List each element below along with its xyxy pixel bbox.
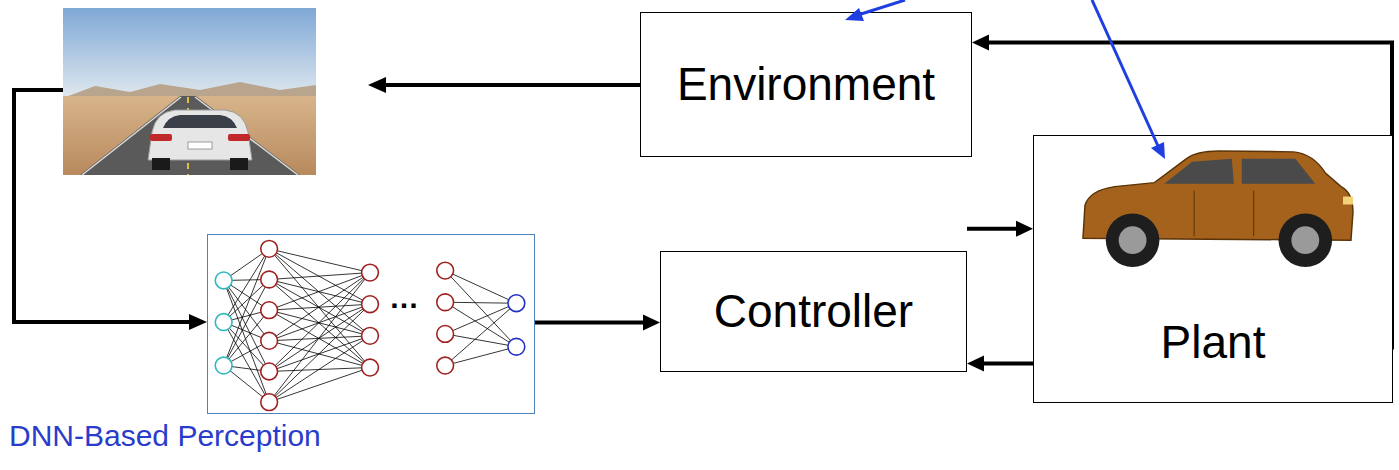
synapse-line	[445, 303, 516, 365]
wire-arrow	[368, 77, 640, 93]
synapse-line	[445, 334, 516, 347]
neuron	[437, 325, 454, 342]
neuron	[215, 272, 232, 289]
synapse-line	[445, 302, 516, 347]
synapse-line	[445, 271, 516, 347]
connector-arrow	[535, 314, 660, 330]
synapse-line	[445, 302, 516, 304]
neuron	[508, 338, 525, 355]
synapse-line	[269, 273, 370, 341]
neuron	[437, 262, 454, 279]
node-label: Environment	[677, 58, 935, 111]
process-box: Controller	[660, 251, 967, 372]
neuron	[261, 363, 278, 380]
synapse-line	[269, 249, 370, 304]
callout-arrow	[845, 0, 905, 21]
neuron	[437, 357, 454, 374]
synapse-line	[269, 249, 370, 273]
neuron	[261, 302, 278, 319]
node-label: Controller	[714, 285, 913, 338]
synapse-line	[269, 341, 370, 368]
neuron	[215, 314, 232, 331]
process-box: Environment	[640, 12, 972, 157]
neuron	[261, 332, 278, 349]
neuron	[362, 327, 379, 344]
ellipsis-mark: …	[389, 283, 419, 313]
synapse-line	[269, 304, 370, 310]
neuron	[362, 264, 379, 281]
callout-arrow	[1092, 0, 1165, 159]
synapse-line	[269, 280, 370, 368]
perception-box: DNN-Based Perception	[207, 234, 535, 414]
synapse-line	[269, 336, 370, 402]
road-photo	[63, 8, 316, 175]
synapse-line	[445, 271, 516, 304]
neuron	[261, 271, 278, 288]
synapse-line	[445, 303, 516, 334]
synapse-line	[269, 273, 370, 403]
connector-arrow	[967, 356, 1033, 372]
neuron	[362, 296, 379, 313]
connector-arrow	[967, 221, 1033, 237]
synapse-line	[269, 304, 370, 402]
wire-arrow	[14, 90, 207, 330]
neuron	[261, 240, 278, 257]
neuron	[437, 294, 454, 311]
synapse-line	[269, 249, 370, 368]
synapse-line	[269, 368, 370, 403]
neuron	[362, 359, 379, 376]
synapse-line	[269, 273, 370, 372]
synapse-line	[269, 368, 370, 372]
neural-network-figure	[208, 235, 534, 413]
node-label: Plant	[1034, 316, 1392, 369]
synapse-line	[269, 336, 370, 341]
node-heading: DNN-Based Perception	[9, 419, 321, 454]
neuron	[215, 357, 232, 374]
synapse-line	[445, 347, 516, 366]
neuron	[508, 295, 525, 312]
neuron	[261, 394, 278, 411]
plant-box: Plant	[1033, 135, 1393, 403]
